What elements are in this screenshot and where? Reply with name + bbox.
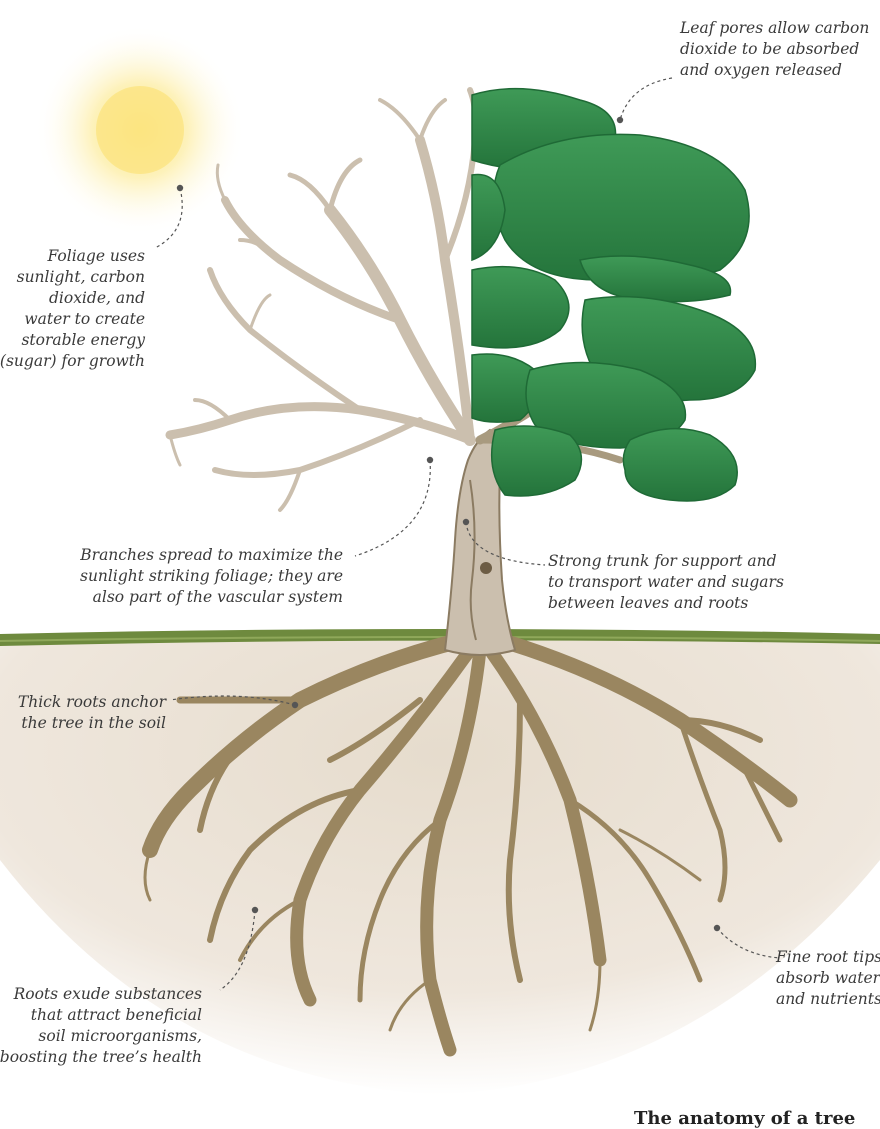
root-exudates-annotation: Roots exude substances that attract bene… [0,984,202,1068]
fine-roots-annotation: Fine root tips absorb water and nutrient… [776,947,880,1010]
thick-roots-annotation: Thick roots anchor the tree in the soil [18,692,166,734]
sun [35,25,245,235]
branches-leader [355,460,430,556]
foliage-annotation: Foliage uses sunlight, carbon dioxide, a… [0,246,145,372]
foliage [472,89,755,501]
branches-annotation: Branches spread to maximize the sunlight… [80,545,343,608]
figure-caption: The anatomy of a tree [634,1108,855,1129]
trunk-annotation: Strong trunk for support and to transpor… [548,551,784,614]
leaf-pores-leader [620,78,672,120]
leaf-pores-annotation: Leaf pores allow carbon dioxide to be ab… [680,18,869,81]
